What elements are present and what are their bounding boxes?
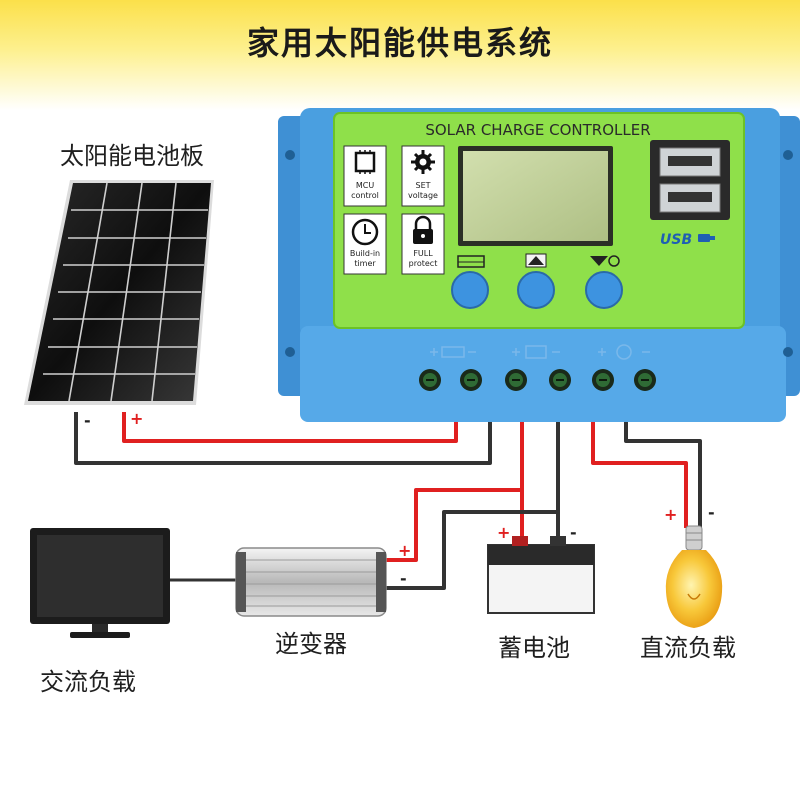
- battery: [487, 536, 595, 614]
- dcload-minus-sign: -: [708, 503, 715, 522]
- up-arrow-icon: [525, 253, 547, 268]
- wire-inverter-positive: [386, 488, 522, 562]
- controller-title: SOLAR CHARGE CONTROLLER: [425, 121, 650, 139]
- feature-protect-line2: protect: [409, 259, 438, 268]
- wire-dcload-positive: [591, 416, 688, 528]
- inverter: [235, 547, 387, 617]
- light-bulb-icon: [665, 525, 723, 628]
- page-title: 家用太阳能供电系统: [246, 24, 553, 62]
- wire-dcload-negative: [624, 416, 702, 528]
- battery-label: 蓄电池: [498, 634, 570, 662]
- usb-ports: [650, 140, 730, 220]
- battery-plus-sign: +: [497, 523, 510, 542]
- solar-panel: [24, 180, 214, 405]
- feature-set-line2: voltage: [408, 191, 438, 200]
- usb-label: USB: [660, 232, 692, 248]
- feature-protect-line1: FULL: [413, 249, 433, 258]
- feature-timer-line1: Build-in: [350, 249, 380, 258]
- wire-solar-positive: [122, 412, 458, 443]
- wire-inverter-negative: [386, 510, 558, 590]
- gear-icon: [411, 150, 435, 174]
- up-button[interactable]: [517, 271, 555, 309]
- title-banner: [0, 0, 800, 110]
- dc-load-label: 直流负载: [640, 634, 736, 662]
- feature-protect: FULL protect: [401, 213, 445, 275]
- feature-timer-line2: timer: [354, 259, 376, 268]
- dcload-plus-sign: +: [664, 505, 677, 524]
- feature-mcu-line2: control: [351, 191, 379, 200]
- terminal-markings: [430, 344, 650, 360]
- battery-minus-sign: -: [570, 523, 577, 542]
- terminals: [419, 369, 656, 391]
- feature-set-line1: SET: [415, 181, 430, 190]
- feature-mcu: MCU control: [343, 145, 387, 207]
- feature-timer: Build-in timer: [343, 213, 387, 275]
- wires: [74, 412, 702, 590]
- feature-mcu-line1: MCU: [356, 181, 374, 190]
- feature-set-voltage: SET voltage: [401, 145, 445, 207]
- wire-solar-negative: [74, 412, 492, 465]
- ac-load-monitor: [30, 528, 170, 638]
- solar-minus-sign: -: [84, 411, 91, 430]
- inverter-plus-sign: +: [398, 541, 411, 560]
- lcd-display: [463, 151, 608, 241]
- charge-controller: SOLAR CHARGE CONTROLLER MCU control: [278, 108, 800, 422]
- inverter-minus-sign: -: [400, 569, 407, 588]
- down-arrow-icon: [590, 255, 620, 267]
- usb-plug-icon: [698, 234, 715, 242]
- lock-icon: [413, 215, 433, 244]
- down-button[interactable]: [585, 271, 623, 309]
- mode-button[interactable]: [451, 271, 489, 309]
- clock-icon: [351, 218, 379, 246]
- solar-plus-sign: +: [130, 409, 143, 428]
- solar-panel-label: 太阳能电池板: [60, 142, 204, 170]
- chip-icon: [354, 150, 376, 174]
- ac-load-label: 交流负载: [40, 668, 136, 696]
- polarity-marks: - + + - + - + -: [84, 409, 715, 588]
- inverter-label: 逆变器: [275, 630, 347, 658]
- solar-panel-small-icon: [457, 255, 485, 268]
